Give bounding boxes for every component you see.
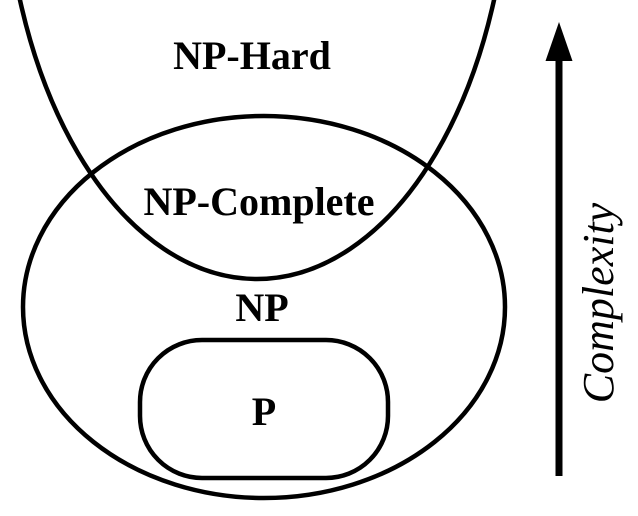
np-hard-label: NP-Hard bbox=[173, 33, 331, 78]
np-label: NP bbox=[235, 285, 288, 330]
euler-shapes bbox=[17, 0, 508, 501]
np-region-ellipse bbox=[20, 113, 508, 501]
complexity-axis-label: Complexity bbox=[574, 202, 623, 403]
np-hard-region-ellipse bbox=[17, 0, 497, 282]
arrow-head bbox=[545, 22, 573, 61]
np-complete-label: NP-Complete bbox=[143, 179, 374, 224]
up-arrow-icon bbox=[545, 22, 573, 476]
p-label: P bbox=[252, 389, 276, 434]
p-region-rounded-rect bbox=[137, 337, 391, 481]
